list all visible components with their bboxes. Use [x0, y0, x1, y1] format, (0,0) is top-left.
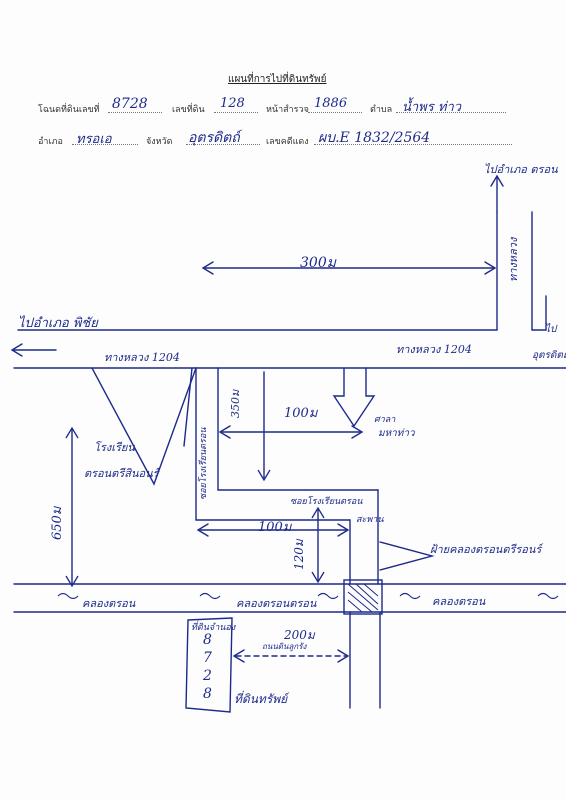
plot-digit-3: 2	[203, 668, 212, 684]
highway-right-label: ทางหลวง 1204	[396, 343, 472, 356]
subdistrict-line	[396, 112, 506, 113]
bridge-label: สะพาน	[356, 515, 384, 525]
dim-200-note: ถนนดินลูกรัง	[262, 642, 307, 651]
plot-digit-4: 8	[203, 686, 212, 702]
province: อุตรดิตถ์	[188, 130, 240, 146]
dim-100-mid-right-head	[337, 523, 350, 537]
dim-120-label: 120ม	[292, 539, 306, 570]
document-title: แผนที่การไปที่ดินทรัพย์	[228, 74, 327, 85]
canal-bridge-label: ฝ้ายคลองตรอนตรีรอนร์	[430, 543, 542, 556]
dim-200-left-head	[232, 649, 245, 663]
dim-650-label: 650ม	[50, 506, 65, 540]
canal-waves	[57, 592, 559, 600]
far-right-top-label: ไป	[545, 324, 557, 335]
left-arrow-head	[10, 343, 23, 357]
plot-rectangle	[185, 617, 233, 713]
case-label: เลขคดีแดง	[266, 137, 309, 147]
temple-marker	[332, 367, 376, 428]
dim-300-label: 300ม	[300, 255, 336, 271]
bridge-callout	[379, 541, 435, 571]
case-line	[314, 144, 512, 145]
dim-100-top-label: 100ม	[284, 406, 318, 421]
far-right-bottom-label: อุตรดิตถ์	[532, 350, 566, 361]
bridge-hatch	[347, 583, 379, 613]
survey-page-line	[308, 112, 362, 113]
dim-300-left-head	[201, 261, 214, 275]
right-road-label: ทางหลวง	[507, 237, 520, 282]
soi-school-mid-label: ซอยโรงเรียนตรอน	[290, 497, 363, 507]
school-label: โรงเรียน	[94, 441, 135, 454]
land-no-label: เลขที่ดิน	[172, 105, 205, 115]
dim-100-mid-left-head	[196, 523, 209, 537]
subdistrict-label: ตำบล	[370, 105, 393, 115]
dim-100-top-left-head	[218, 425, 231, 439]
north-arrow-head	[490, 174, 504, 187]
school-triangle	[91, 367, 197, 486]
soi-school-left-label: ซอยโรงเรียนตรอน	[199, 427, 209, 500]
plot-digit-2: 7	[203, 650, 212, 666]
dim-300-right-head	[484, 261, 497, 275]
case-number: ผบ.E 1832/2564	[318, 130, 431, 146]
highway-left-label: ทางหลวง 1204	[104, 351, 180, 364]
province-line	[186, 144, 260, 145]
school-pointer	[183, 367, 193, 447]
dim-100-top-right-head	[351, 425, 364, 439]
to-phichai-label: ไปอำเภอ พิชัย	[18, 316, 98, 331]
survey-page: 1886	[314, 96, 348, 111]
plot-label: ที่ดินจำนอง	[191, 623, 236, 633]
deed-label: โฉนดที่ดินเลขที่	[38, 105, 100, 115]
school-name: ตรอนตรีสินอนร์	[84, 467, 159, 480]
survey-page-label: หน้าสำรวจ	[266, 105, 309, 115]
canal-left-label: คลองตรอน	[82, 597, 136, 610]
canal-mid-label: คลองตรอนตรอน	[236, 597, 317, 610]
vertical-dim-heads	[65, 426, 325, 588]
temple-label: ศาลา	[374, 415, 396, 425]
district: ทรอเอ	[76, 132, 112, 147]
to-district-top-label: ไปอำเภอ ตรอน	[484, 163, 558, 176]
dim-200-right-head	[337, 649, 350, 663]
district-label: อำเภอ	[38, 137, 63, 147]
land-no: 128	[220, 96, 245, 111]
property-label: ที่ดินทรัพย์	[234, 692, 288, 706]
subdistrict: น้ำพร ท่าว	[402, 100, 462, 115]
district-line	[72, 144, 138, 145]
bridge-box	[343, 579, 383, 615]
deed-line	[108, 112, 162, 113]
plot-digit-1: 8	[203, 632, 212, 648]
dim-100-mid-label: 100ม	[258, 520, 292, 535]
dim-350-label: 350ม	[229, 389, 242, 418]
temple-name: มหาท่าว	[378, 428, 415, 439]
province-label: จังหวัด	[146, 137, 173, 147]
land-no-line	[214, 112, 258, 113]
canal-right-label: คลองตรอน	[432, 595, 486, 608]
dim-200-label: 200ม	[284, 628, 315, 642]
deed-number: 8728	[112, 96, 148, 112]
